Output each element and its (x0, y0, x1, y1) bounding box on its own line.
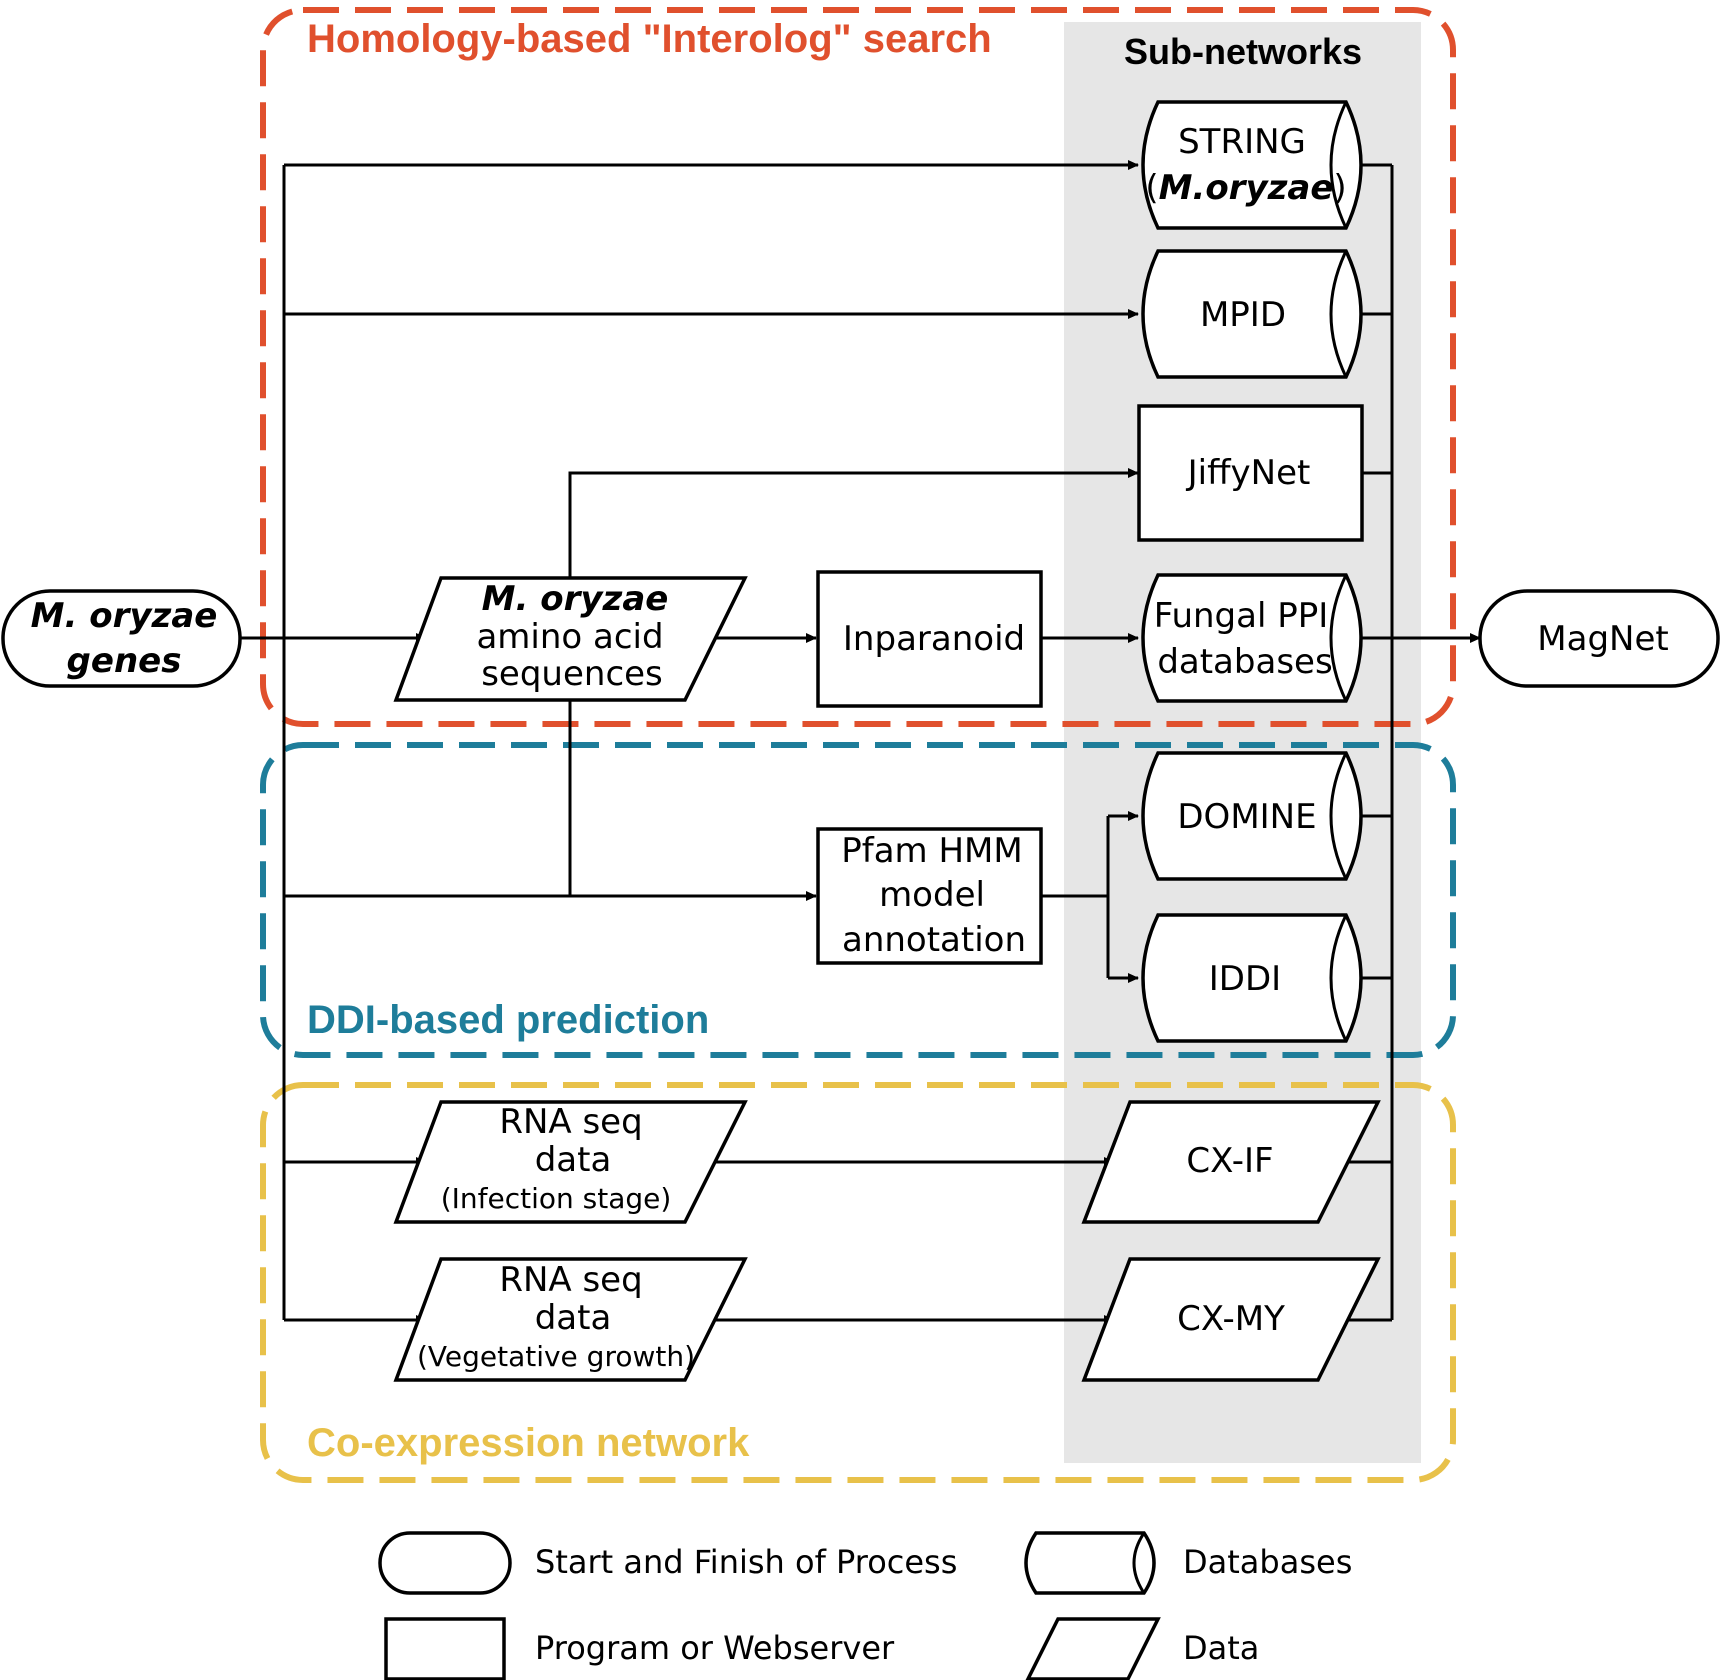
legend-data-label: Data (1183, 1629, 1259, 1667)
pfam-line1: Pfam HMM (841, 831, 1022, 871)
subnetworks-title: Sub-networks (1124, 31, 1362, 72)
start-node-genes: M. oryzae genes (1, 589, 242, 688)
homology-title: Homology-based "Interolog" search (307, 17, 992, 61)
rnaseq-if-line2: data (535, 1140, 612, 1180)
fungal-line2: databases (1157, 642, 1332, 682)
aa-line1: M. oryzae (482, 579, 669, 619)
rnaseq-my-line2: data (535, 1298, 612, 1338)
pfam-line3: annotation (842, 920, 1026, 960)
legend-start-finish-label: Start and Finish of Process (535, 1543, 957, 1581)
edge-aa-to-jiffynet (568, 468, 1139, 578)
legend-databases-symbol (1024, 1531, 1156, 1595)
rnaseq-my-line3: (Vegetative growth) (417, 1340, 695, 1373)
database-node-mpid: MPID (1141, 249, 1363, 379)
legend-program-label: Program or Webserver (535, 1629, 895, 1667)
program-node-inparanoid: Inparanoid (816, 570, 1043, 708)
rnaseq-if-line3: (Infection stage) (441, 1182, 672, 1215)
domine-label: DOMINE (1177, 797, 1316, 837)
rnaseq-if-line1: RNA seq (499, 1102, 642, 1142)
data-node-rnaseq-vegetative: RNA seq data (Vegetative growth) (393, 1257, 748, 1382)
start-node-line1: M. oryzae (31, 596, 218, 636)
magnet-label: MagNet (1537, 619, 1668, 659)
pfam-line2: model (879, 875, 985, 915)
program-node-jiffynet: JiffyNet (1137, 404, 1364, 542)
database-node-string: STRING (M.oryzae) (1141, 100, 1363, 230)
legend-start-finish-symbol (378, 1531, 512, 1595)
data-node-cx-my: CX-MY (1081, 1257, 1381, 1382)
cxmy-label: CX-MY (1177, 1299, 1285, 1339)
iddi-label: IDDI (1209, 959, 1281, 999)
legend-program-symbol (384, 1617, 506, 1680)
string-line2-species: M.oryzae (1159, 168, 1334, 208)
database-node-domine: DOMINE (1141, 751, 1363, 881)
data-node-aa-sequences: M. oryzae amino acid sequences (393, 576, 748, 702)
string-line2-open: ( (1145, 168, 1158, 208)
inparanoid-label: Inparanoid (843, 619, 1025, 659)
coexpression-title: Co-expression network (307, 1421, 750, 1465)
start-node-line2: genes (67, 641, 182, 681)
string-line1: STRING (1178, 122, 1306, 162)
legend-databases-label: Databases (1183, 1543, 1352, 1581)
legend-data-symbol (1025, 1617, 1161, 1680)
rnaseq-my-line1: RNA seq (499, 1260, 642, 1300)
database-node-fungal-ppi: Fungal PPI databases (1141, 573, 1363, 703)
coexpression-region (260, 1082, 1456, 1483)
finish-node-magnet: MagNet (1478, 589, 1720, 688)
legend: Start and Finish of Process Program or W… (378, 1531, 1352, 1680)
string-line2: (M.oryzae) (1145, 168, 1346, 208)
database-node-iddi: IDDI (1141, 913, 1363, 1043)
ddi-region (260, 742, 1456, 1058)
cxif-label: CX-IF (1186, 1141, 1273, 1181)
ddi-title: DDI-based prediction (307, 998, 709, 1042)
aa-line3: sequences (481, 654, 663, 694)
aa-line2: amino acid (476, 617, 663, 657)
fungal-line1: Fungal PPI (1154, 596, 1329, 636)
jiffynet-label: JiffyNet (1186, 453, 1311, 493)
mpid-label: MPID (1200, 295, 1286, 335)
data-node-cx-if: CX-IF (1081, 1100, 1381, 1224)
homology-region (260, 7, 1456, 727)
string-line2-close: ) (1333, 168, 1346, 208)
data-node-rnaseq-infection: RNA seq data (Infection stage) (393, 1100, 748, 1224)
program-node-pfam: Pfam HMM model annotation (816, 827, 1043, 965)
